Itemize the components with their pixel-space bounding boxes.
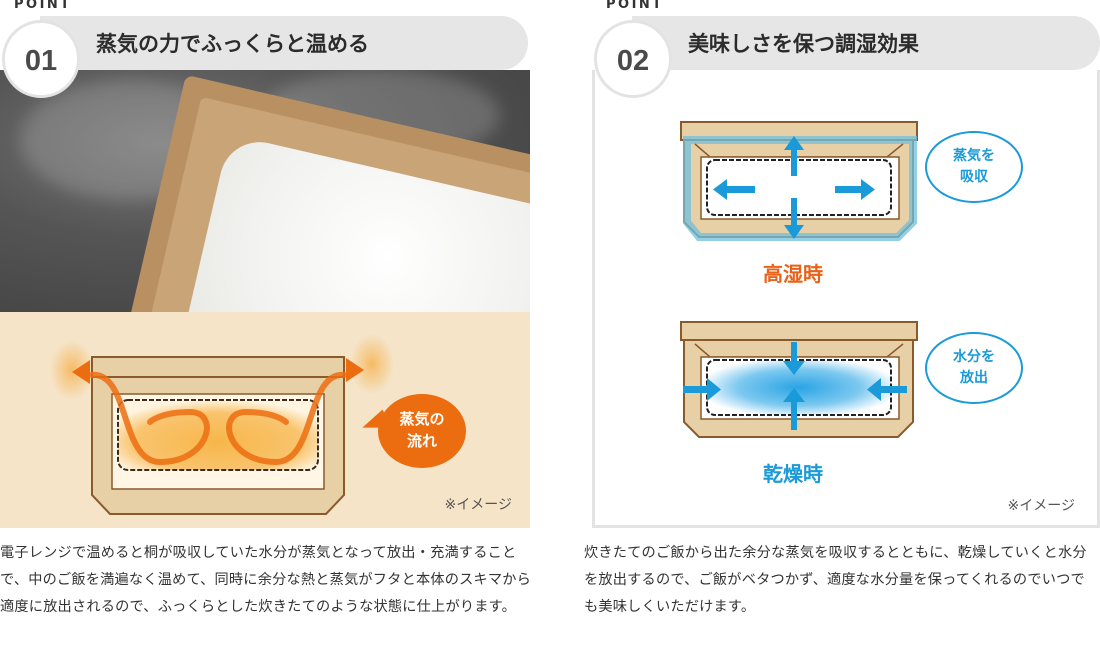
steamed-rice-photo (0, 70, 530, 312)
steam-flow-illustration (50, 334, 394, 515)
point-01-title: 蒸気の力でふっくらと温める (96, 32, 369, 56)
humidity-illustration (680, 121, 918, 438)
bubble-line: 蒸気の (399, 410, 445, 428)
steam-flow-bubble: 蒸気の 流れ (378, 394, 466, 468)
point-01-header: 蒸気の力でふっくらと温める (40, 16, 528, 70)
dry-label: 乾燥時 (763, 462, 823, 486)
point-02-description: 炊きたてのご飯から出た余分な蒸気を吸収するとともに、乾燥していくと水分を放出する… (584, 545, 1087, 615)
point-number: 02 (616, 45, 650, 77)
absorb-steam-bubble: 蒸気を 吸収 (925, 131, 1023, 203)
point-label: POINT (14, 0, 72, 12)
image-note: ※イメージ (1007, 498, 1075, 514)
bubble-line: 吸収 (960, 169, 988, 185)
point-label: POINT (606, 0, 664, 12)
humidity-control-diagram: 高湿時 蒸気を 吸収 乾燥時 水分を 放出 ※イメージ (592, 70, 1100, 528)
image-note: ※イメージ (444, 497, 512, 513)
release-moisture-bubble: 水分を 放出 (925, 332, 1023, 404)
dry-box (680, 321, 918, 438)
bubble-line: 流れ (406, 432, 437, 450)
steam-flow-diagram: 蒸気の 流れ ※イメージ (0, 312, 530, 528)
high-humidity-box (680, 121, 918, 241)
bubble-line: 放出 (960, 370, 988, 386)
point-number: 01 (24, 45, 58, 77)
bubble-line: 水分を (953, 349, 995, 365)
point-01-number-badge: 01 (2, 20, 80, 98)
rice (181, 134, 530, 312)
point-01-description: 電子レンジで温めると桐が吸収していた水分が蒸気となって放出・充満することで、中の… (0, 545, 532, 615)
bubble-line: 蒸気を (953, 148, 995, 164)
point-02-number-badge: 02 (594, 20, 672, 98)
point-02-header: 美味しさを保つ調湿効果 (632, 16, 1100, 70)
high-humidity-label: 高湿時 (763, 262, 823, 286)
point-02-title: 美味しさを保つ調湿効果 (688, 32, 919, 56)
